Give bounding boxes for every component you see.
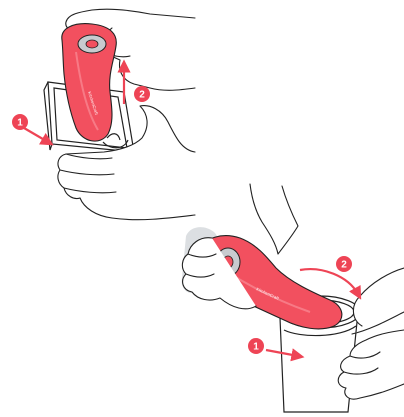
bottom-step-badge-2-number: 2 bbox=[341, 260, 347, 271]
bottom-upper-hand-illustration bbox=[352, 268, 404, 334]
bottom-step-badge-1-number: 1 bbox=[253, 342, 259, 353]
bottom-step-badge-2: 2 bbox=[336, 256, 352, 272]
top-step-badge-2-number: 2 bbox=[139, 90, 145, 101]
top-step-badge-1-number: 1 bbox=[17, 118, 23, 129]
top-arrow-down-left-icon bbox=[24, 128, 48, 142]
bottom-step-badge-1: 1 bbox=[248, 338, 264, 354]
bottom-panel: KitchenCraft 1 2 bbox=[182, 184, 404, 412]
top-panel: KitchenCraft 1 2 bbox=[12, 9, 195, 219]
top-step-badge-2: 2 bbox=[134, 86, 150, 102]
top-step-badge-1: 1 bbox=[12, 114, 28, 130]
